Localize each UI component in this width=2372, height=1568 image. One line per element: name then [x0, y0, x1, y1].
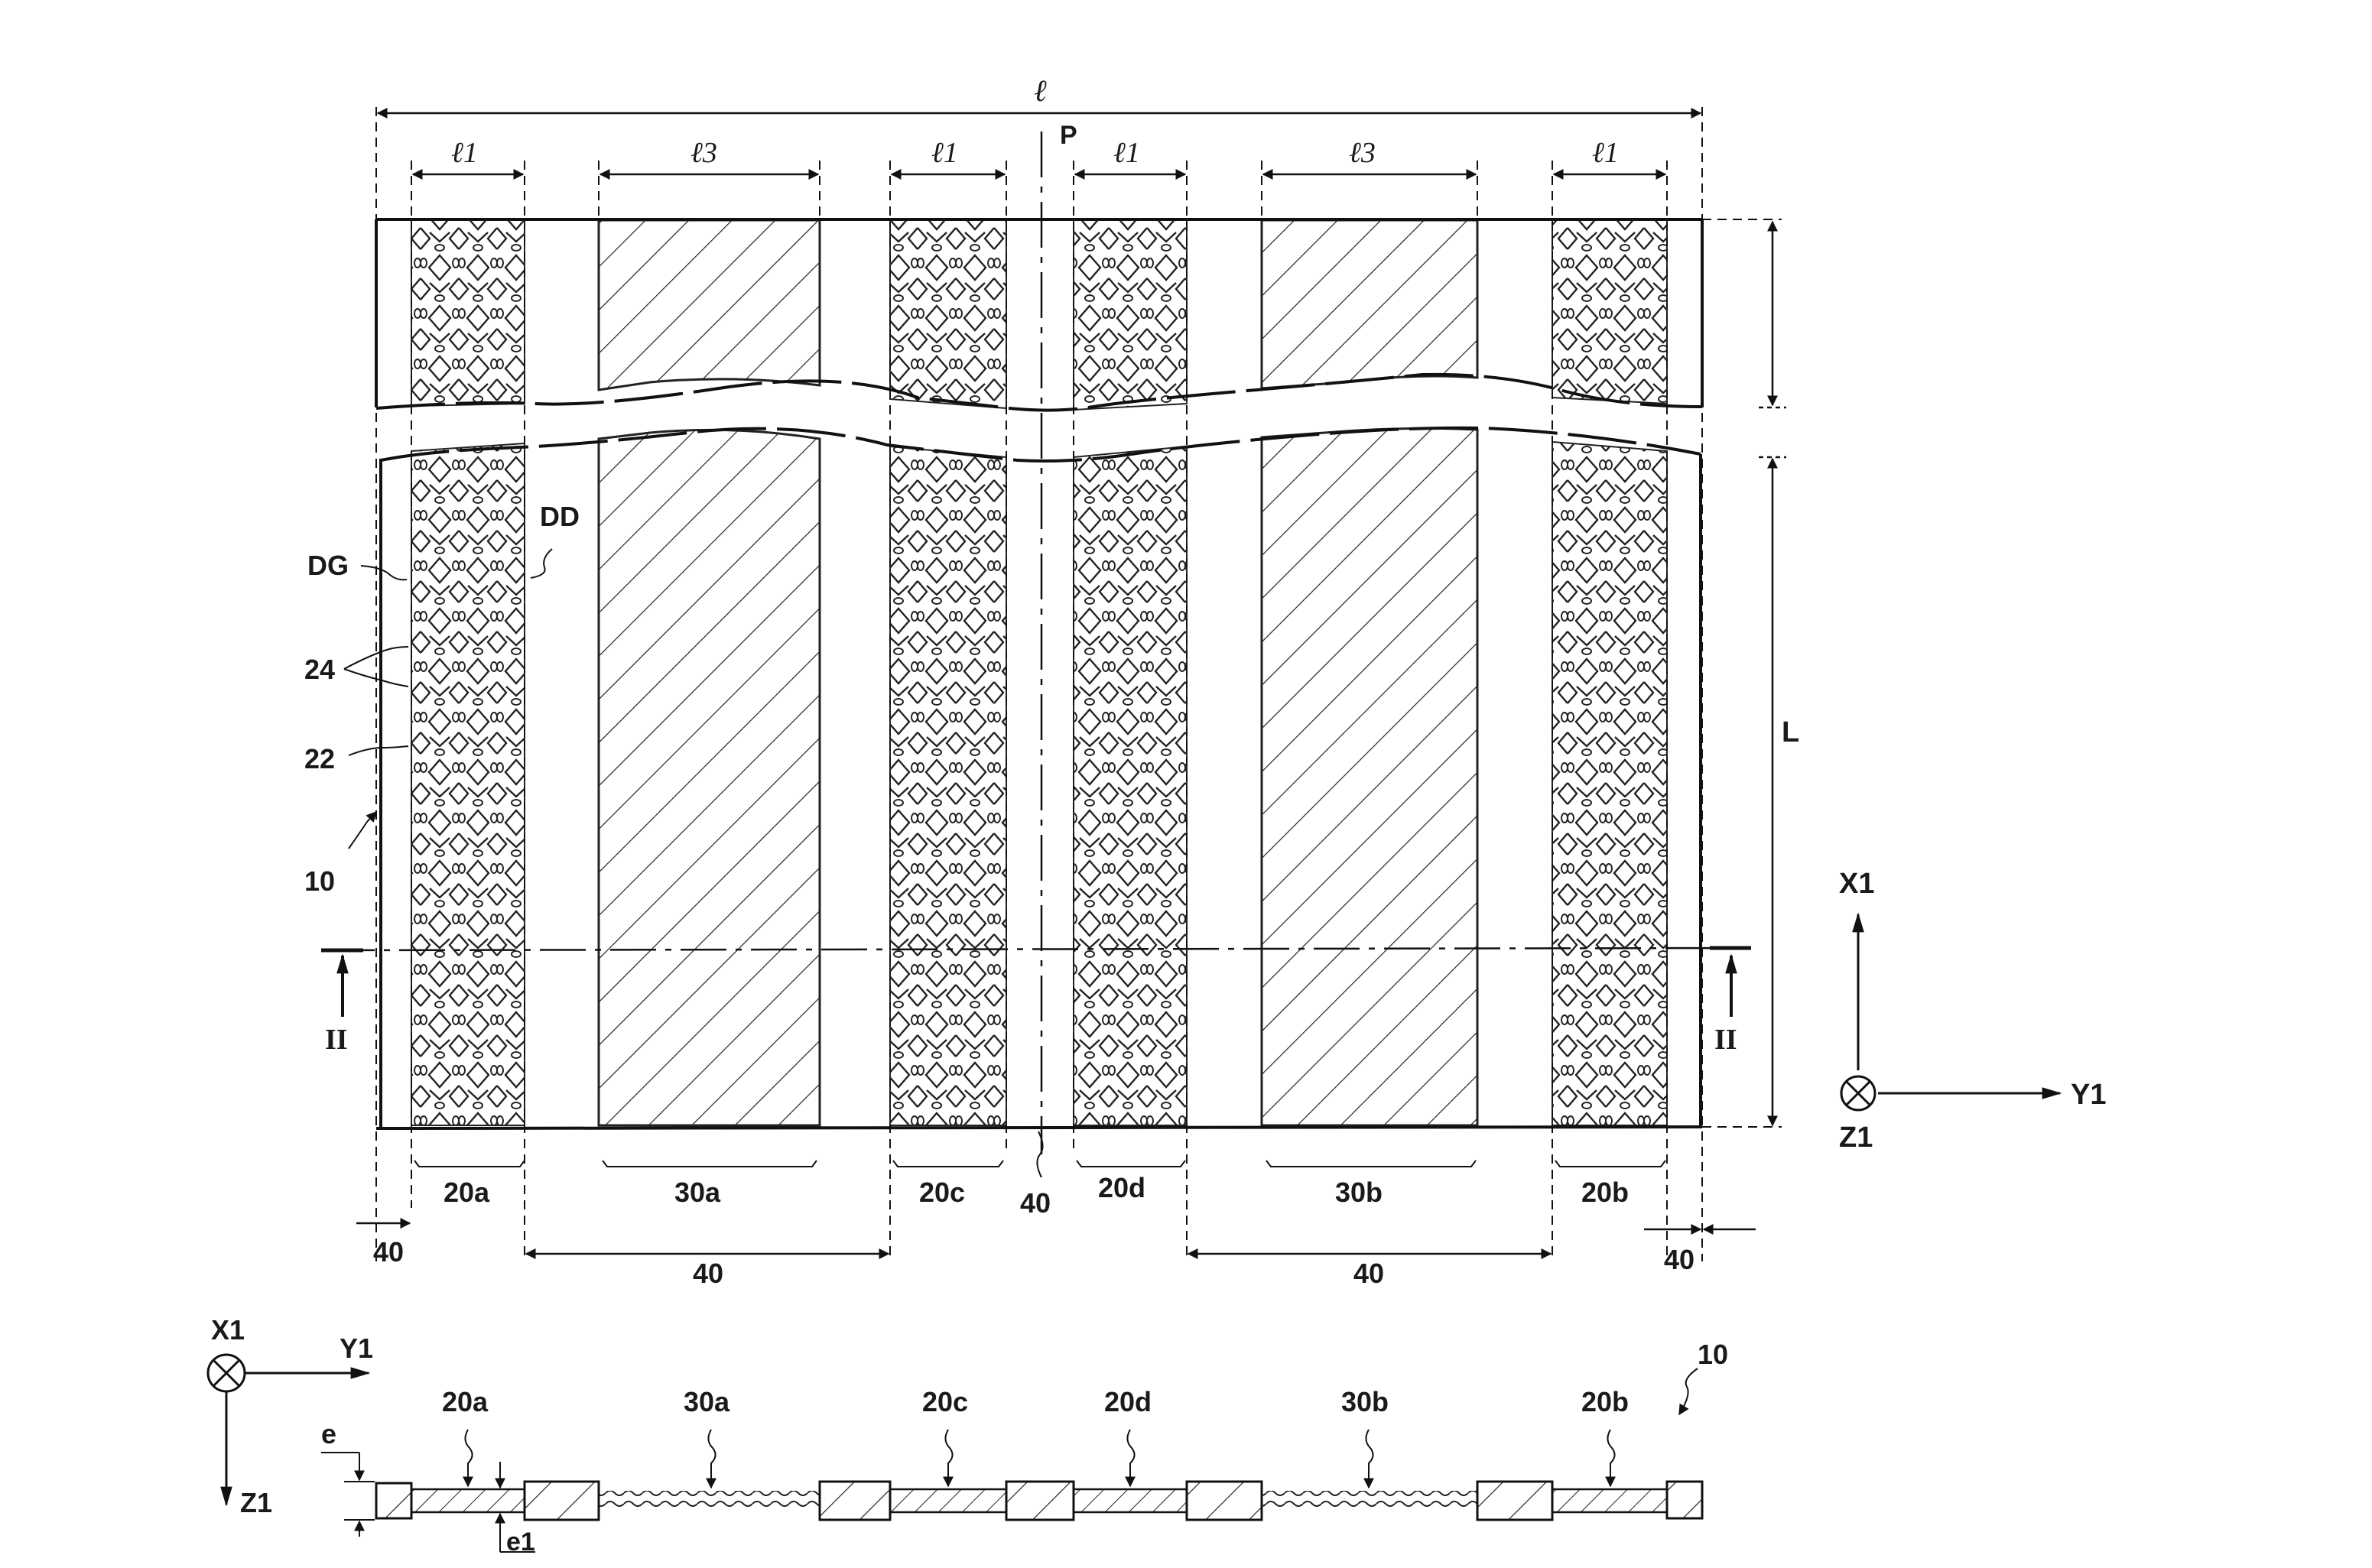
- length-dimension: [1759, 222, 1786, 1125]
- band-width-label-1: ℓ1: [451, 137, 478, 169]
- gap-dimensions: [356, 1223, 1756, 1254]
- label-dd: DD: [540, 501, 580, 532]
- band-30b: [1262, 220, 1477, 1125]
- axes-section: X1 Y1 Z1: [208, 1314, 373, 1518]
- thickness-e-label: e: [321, 1418, 336, 1450]
- center-gap-label: 40: [1020, 1187, 1051, 1219]
- label-dg: DG: [307, 550, 349, 581]
- band-label-20a: 20a: [444, 1177, 490, 1208]
- section-label-left: II: [325, 1024, 348, 1056]
- length-label: L: [1782, 716, 1799, 748]
- band-20c: [890, 220, 1006, 1125]
- band-width-label-2: ℓ3: [690, 137, 717, 169]
- axis-y1-label: Y1: [2071, 1079, 2106, 1111]
- band-width-label-3: ℓ1: [931, 137, 958, 169]
- band-label-30a: 30a: [674, 1177, 721, 1208]
- band-width-label-5: ℓ3: [1349, 137, 1376, 169]
- section-label-right: II: [1714, 1024, 1737, 1056]
- section-label-20d: 20d: [1104, 1386, 1152, 1417]
- section-axis-x1: X1: [211, 1314, 245, 1346]
- top-view: P II II ℓ: [304, 73, 1799, 1289]
- thickness-e-dimension: [321, 1453, 375, 1537]
- gap-label-1: 40: [373, 1236, 404, 1268]
- section-ref-10: 10: [1698, 1339, 1728, 1370]
- axes-top: X1 Y1 Z1: [1839, 868, 2106, 1154]
- gap-label-3: 40: [1353, 1258, 1384, 1289]
- label-24: 24: [304, 654, 335, 685]
- label-10: 10: [304, 865, 335, 897]
- axis-z1-label: Z1: [1839, 1122, 1873, 1154]
- band-width-label-6: ℓ1: [1592, 137, 1619, 169]
- band-20d: [1074, 220, 1187, 1125]
- thickness-e1-label: e1: [506, 1527, 535, 1557]
- section-label-20c: 20c: [922, 1386, 968, 1417]
- band-label-20d: 20d: [1098, 1172, 1145, 1203]
- band-20a: [411, 220, 525, 1125]
- width-label: ℓ: [1034, 73, 1047, 108]
- axis-x1-label: X1: [1839, 868, 1874, 900]
- band-30a: [599, 220, 820, 1125]
- band-width-label-4: ℓ1: [1113, 137, 1140, 169]
- plane-label: P: [1060, 121, 1077, 150]
- band-brackets: [414, 1161, 1665, 1167]
- band-label-20c: 20c: [919, 1177, 965, 1208]
- band-label-30b: 30b: [1335, 1177, 1383, 1208]
- label-22: 22: [304, 743, 335, 774]
- gap-label-2: 40: [693, 1258, 723, 1289]
- section-line: [329, 948, 1751, 950]
- section-label-20a: 20a: [442, 1386, 489, 1417]
- section-label-20b: 20b: [1581, 1386, 1629, 1417]
- section-leaders: [465, 1430, 1614, 1488]
- gap-label-4: 40: [1664, 1244, 1695, 1275]
- section-label-30a: 30a: [684, 1386, 730, 1417]
- section-axis-z1: Z1: [240, 1487, 272, 1518]
- section-thick-blocks: [376, 1482, 1702, 1520]
- section-label-30b: 30b: [1341, 1386, 1389, 1417]
- band-label-20b: 20b: [1581, 1177, 1629, 1208]
- section-axis-y1: Y1: [340, 1333, 373, 1364]
- section-view: X1 Y1 Z1 10: [208, 1314, 1728, 1557]
- sheet-outline: [376, 219, 1702, 1128]
- band-20b: [1552, 220, 1667, 1125]
